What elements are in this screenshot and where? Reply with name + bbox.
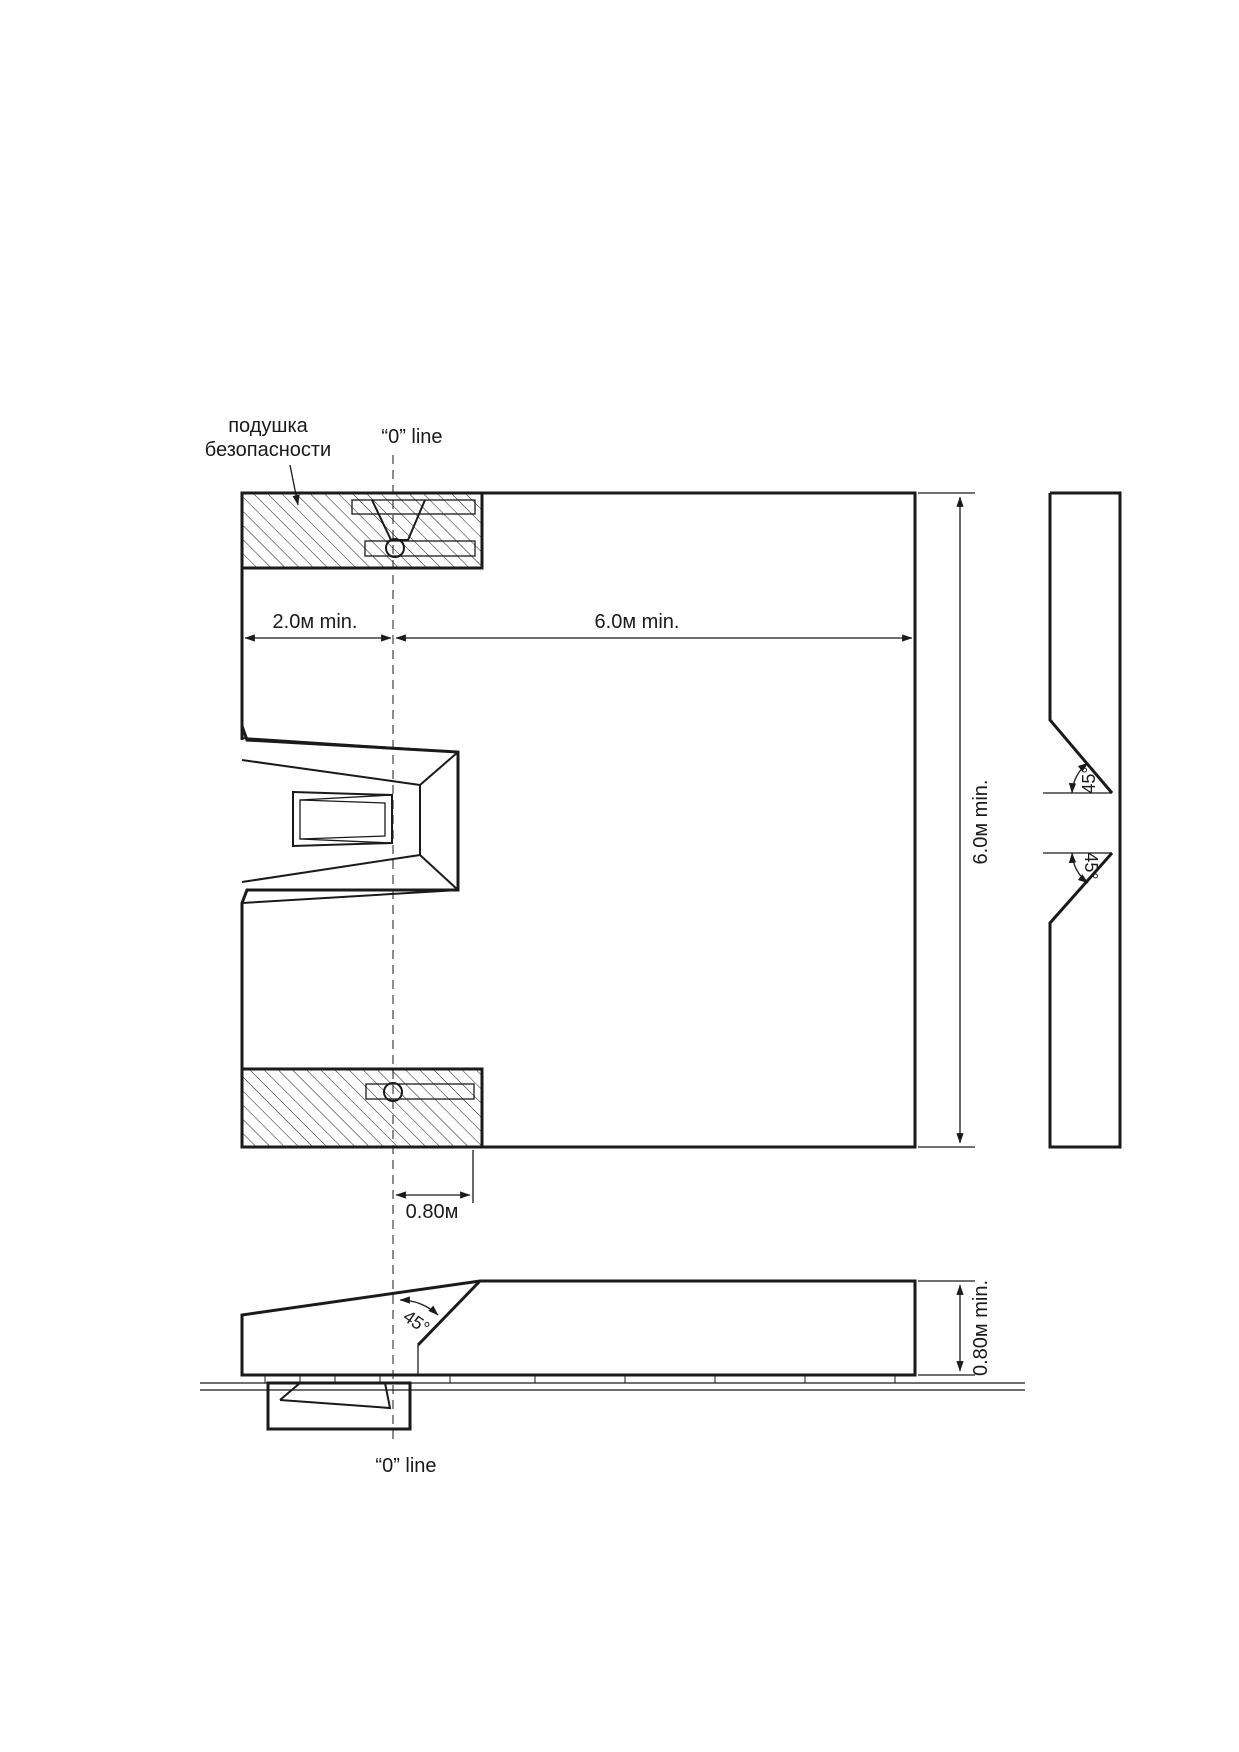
dim-cushion-depth: 0.80м — [395, 1150, 474, 1223]
dim-left-distance: 2.0м min. — [244, 611, 392, 642]
zero-line-label-bottom: “0” line — [375, 1455, 436, 1477]
dim-right-distance: 6.0м min. — [395, 611, 913, 642]
dim-right-distance-label: 6.0м min. — [595, 611, 680, 633]
dim-width-label: 6.0м min. — [970, 780, 992, 865]
side-view: 45° 45° — [1043, 491, 1122, 1149]
plan-view: 2.0м min. 6.0м min. 6.0м min. 0.80м поду… — [205, 415, 992, 1440]
dim-height-label: 0.80м min. — [970, 1280, 992, 1376]
top-safety-cushion — [240, 491, 484, 570]
mat-outline — [240, 491, 917, 1149]
side-angle-lower: 45° — [1081, 852, 1101, 879]
safety-cushion-label-1: подушка — [228, 415, 308, 437]
zero-line-label-top: “0” line — [381, 426, 442, 448]
cushion-leader — [289, 464, 300, 506]
pit-cutout — [241, 737, 459, 904]
bottom-safety-cushion — [240, 1067, 484, 1149]
safety-cushion-label-2: безопасности — [205, 439, 331, 461]
front-view: 45° 0.80м min. “0” line — [200, 1279, 1025, 1477]
side-angle-upper: 45° — [1079, 766, 1099, 793]
dim-cushion-depth-label: 0.80м — [406, 1201, 459, 1223]
dim-width: 6.0м min. — [918, 492, 992, 1148]
dim-left-distance-label: 2.0м min. — [273, 611, 358, 633]
